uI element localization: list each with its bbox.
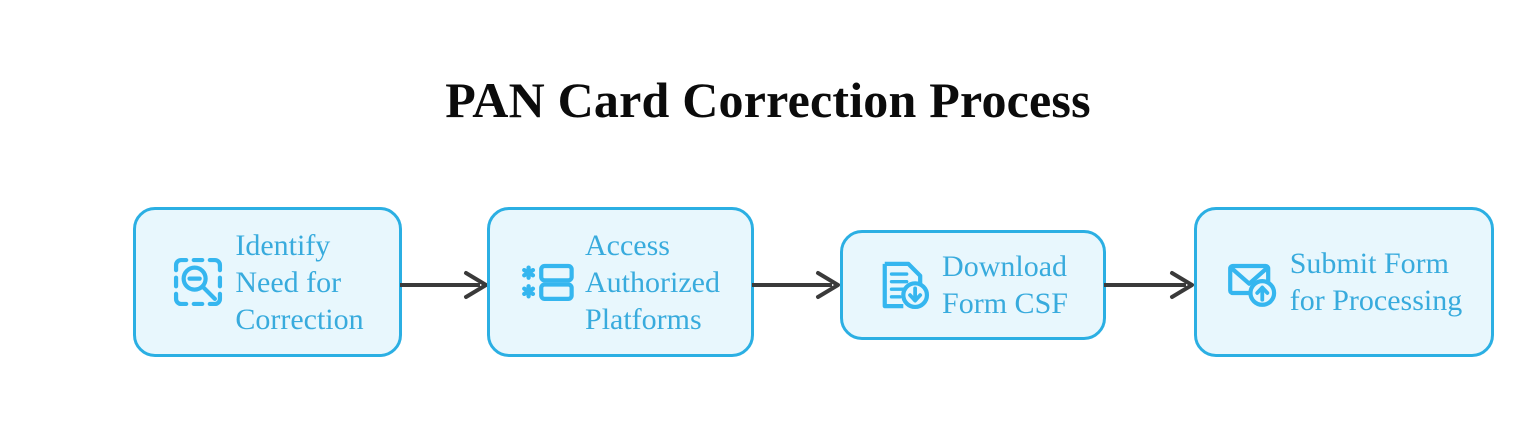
required-fields-form-icon [521, 255, 575, 309]
flow-step-label: Identify Need for Correction [235, 228, 364, 336]
connector-arrow-1 [400, 270, 492, 300]
flow-step-download-form-csf[interactable]: Download Form CSF [840, 230, 1106, 340]
page-title: PAN Card Correction Process [445, 72, 1091, 128]
envelope-upload-icon [1226, 255, 1280, 309]
flow-step-label: Submit Form for Processing [1289, 247, 1463, 317]
connector-arrow-2 [752, 270, 844, 300]
flow-step-label: Download Form CSF [942, 250, 1068, 320]
document-download-icon [878, 258, 932, 312]
flow-step-label: Access Authorized Platforms [585, 228, 720, 336]
zoom-out-selection-icon [171, 255, 225, 309]
flow-step-submit-form-for-processing[interactable]: Submit Form for Processing [1194, 207, 1494, 357]
flow-step-identify-need-for-correction[interactable]: Identify Need for Correction [133, 207, 402, 357]
flow-step-access-authorized-platforms[interactable]: Access Authorized Platforms [487, 207, 754, 357]
connector-arrow-3 [1104, 270, 1198, 300]
process-flow: Identify Need for Correction [0, 190, 1536, 380]
